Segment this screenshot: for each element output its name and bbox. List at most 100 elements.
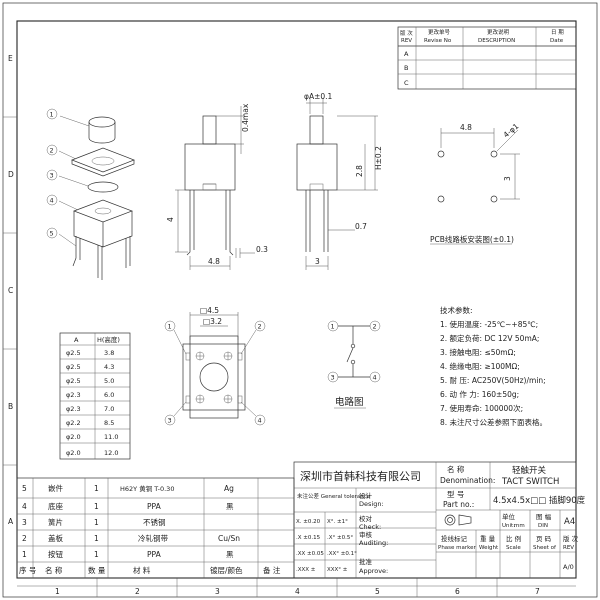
part-name-en: TACT SWITCH bbox=[501, 477, 559, 487]
circuit-pin-3: 3 bbox=[331, 374, 335, 382]
projection-symbol-icon bbox=[444, 514, 472, 526]
svg-text:4.3: 4.3 bbox=[104, 363, 114, 371]
circuit-pin-2: 2 bbox=[373, 323, 377, 331]
part-name-cn: 轻触开关 bbox=[512, 465, 547, 476]
circuit-diagram: 1 2 3 4 电路图 bbox=[327, 320, 381, 409]
pcb-title: PCB线路板安装图(±0.1) bbox=[430, 234, 514, 244]
svg-text:图 幅: 图 幅 bbox=[536, 512, 552, 521]
svg-text:Approve:: Approve: bbox=[359, 567, 388, 575]
svg-text:镀层/颜色: 镀层/颜色 bbox=[210, 565, 243, 575]
svg-text:REV: REV bbox=[563, 545, 574, 551]
svg-text:按钮: 按钮 bbox=[48, 549, 63, 559]
dim-4: 4 bbox=[166, 217, 175, 222]
svg-text:mm: mm bbox=[514, 523, 525, 529]
svg-text:φ2.3: φ2.3 bbox=[66, 405, 81, 413]
svg-text:C: C bbox=[404, 79, 409, 87]
dim-pcb-3: 3 bbox=[503, 176, 512, 181]
svg-text:PPA: PPA bbox=[147, 550, 162, 559]
svg-text:6.0: 6.0 bbox=[104, 391, 114, 399]
svg-text:11.0: 11.0 bbox=[104, 433, 118, 441]
dim-48: 4.8 bbox=[208, 257, 220, 266]
callout-1: 1 bbox=[50, 111, 54, 119]
svg-text:1. 使用温度: -25℃~+85℃;: 1. 使用温度: -25℃~+85℃; bbox=[440, 319, 538, 329]
svg-text:Cu/Sn: Cu/Sn bbox=[218, 534, 240, 543]
svg-text:备 注: 备 注 bbox=[263, 565, 281, 575]
svg-text:.XX ±0.05: .XX ±0.05 bbox=[296, 551, 324, 557]
svg-text:.XX° ±0.1°: .XX° ±0.1° bbox=[327, 551, 357, 557]
svg-text:Phase marker: Phase marker bbox=[438, 545, 477, 551]
svg-text:Denomination:: Denomination: bbox=[440, 476, 495, 485]
svg-text:3.8: 3.8 bbox=[104, 349, 114, 357]
exploded-view: 1 2 3 4 5 bbox=[46, 108, 135, 280]
col-marker-6: 6 bbox=[455, 587, 460, 596]
pcb-layout: 4.8 4-φ1 3 PCB线路板安装图(±0.1) bbox=[430, 121, 521, 245]
dim-07: 0.7 bbox=[355, 222, 367, 231]
svg-text:更改说明: 更改说明 bbox=[487, 28, 510, 36]
svg-text:H(高度): H(高度) bbox=[97, 335, 120, 344]
svg-text:批准: 批准 bbox=[359, 557, 373, 566]
svg-text:材 料: 材 料 bbox=[133, 565, 151, 575]
pin-label-1: 1 bbox=[168, 323, 172, 331]
svg-text:φ2.5: φ2.5 bbox=[66, 349, 81, 357]
svg-text:不锈钢: 不锈钢 bbox=[143, 517, 166, 527]
dim-sq32: □3.2 bbox=[203, 317, 222, 326]
svg-text:Unit:: Unit: bbox=[502, 523, 515, 529]
svg-text:DIN: DIN bbox=[538, 523, 548, 529]
svg-text:Sheet of: Sheet of bbox=[533, 545, 557, 551]
bom-table: 5 嵌件 1 H62Y 黄铜 T-0.30 Ag 4 底座 1 PPA 黑 3 … bbox=[16, 477, 295, 579]
svg-text:黑: 黑 bbox=[226, 502, 234, 511]
bottom-view: □4.5 □3.2 1 2 3 4 bbox=[164, 306, 266, 426]
callout-5: 5 bbox=[50, 230, 54, 238]
dim-top-04max: 0.4max bbox=[241, 103, 250, 132]
svg-text:底座: 底座 bbox=[48, 501, 63, 511]
svg-text:校对: 校对 bbox=[359, 514, 373, 523]
pin-label-3: 3 bbox=[168, 417, 172, 425]
svg-text:设计: 设计 bbox=[359, 491, 373, 500]
svg-text:盖板: 盖板 bbox=[48, 533, 63, 543]
svg-text:1: 1 bbox=[22, 550, 27, 559]
svg-text:X°. ±1°: X°. ±1° bbox=[327, 519, 348, 525]
svg-text:5. 耐 压: AC250V(50Hz)/min;: 5. 耐 压: AC250V(50Hz)/min; bbox=[440, 375, 546, 385]
callout-2: 2 bbox=[50, 147, 54, 155]
svg-text:未注公差 General tolerance: 未注公差 General tolerance bbox=[297, 492, 371, 500]
callout-3: 3 bbox=[50, 172, 54, 180]
tech-title: 技术参数: bbox=[440, 305, 473, 315]
svg-text:1: 1 bbox=[94, 550, 99, 559]
tech-params: 技术参数: 1. 使用温度: -25℃~+85℃; 2. 额定负荷: DC 12… bbox=[440, 305, 547, 427]
svg-text:页 码: 页 码 bbox=[536, 535, 552, 543]
dim-03: 0.3 bbox=[256, 245, 268, 254]
svg-text:7. 使用寿命: 100000次;: 7. 使用寿命: 100000次; bbox=[440, 403, 523, 413]
svg-text:Ag: Ag bbox=[224, 484, 234, 493]
svg-text:1: 1 bbox=[94, 518, 99, 527]
row-marker-b: B bbox=[8, 402, 13, 411]
svg-text:φ2.0: φ2.0 bbox=[66, 433, 81, 441]
svg-text:黑: 黑 bbox=[226, 550, 234, 559]
revision-value: A/0 bbox=[563, 563, 574, 571]
paper-size: A4 bbox=[564, 517, 575, 527]
svg-text:3: 3 bbox=[22, 518, 27, 527]
svg-text:投线标记: 投线标记 bbox=[441, 534, 468, 543]
svg-text:重 量: 重 量 bbox=[480, 535, 496, 543]
svg-text:Design:: Design: bbox=[359, 500, 384, 508]
svg-text:型 号: 型 号 bbox=[447, 490, 464, 499]
circuit-title: 电路图 bbox=[335, 396, 364, 408]
circuit-pin-1: 1 bbox=[331, 323, 335, 331]
svg-text:A: A bbox=[404, 50, 409, 58]
svg-text:审核: 审核 bbox=[359, 530, 373, 539]
svg-text:3. 接触电阻: ≤50mΩ;: 3. 接触电阻: ≤50mΩ; bbox=[440, 347, 516, 357]
dim-3: 3 bbox=[315, 257, 320, 266]
dim-28: 2.8 bbox=[355, 165, 364, 177]
svg-text:PPA: PPA bbox=[147, 502, 162, 511]
svg-text:1: 1 bbox=[94, 484, 99, 493]
svg-text:6. 动 作 力: 160±50g;: 6. 动 作 力: 160±50g; bbox=[440, 389, 519, 399]
svg-text:序 号: 序 号 bbox=[19, 565, 36, 575]
svg-text:φ2.5: φ2.5 bbox=[66, 363, 81, 371]
svg-text:Part no.:: Part no.: bbox=[443, 500, 474, 509]
svg-text:版 次: 版 次 bbox=[563, 534, 579, 543]
svg-text:名 称: 名 称 bbox=[447, 464, 465, 474]
row-marker-d: D bbox=[8, 170, 14, 179]
svg-text:B: B bbox=[404, 64, 408, 72]
dim-h: H±0.2 bbox=[374, 146, 383, 170]
title-block: 深圳市首韩科技有限公司 名 称 Denomination: 轻触开关 TACT … bbox=[293, 461, 586, 579]
svg-text:Weight: Weight bbox=[479, 545, 499, 551]
